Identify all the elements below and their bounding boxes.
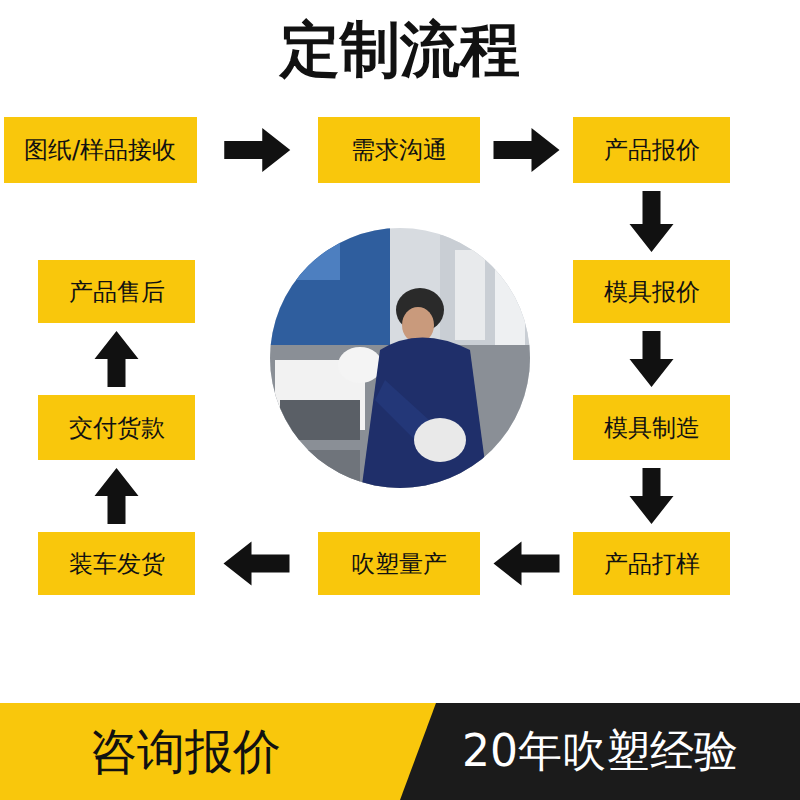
step-label: 吹塑量产 — [351, 548, 447, 580]
band-label: 20年吹塑经验 — [462, 722, 738, 781]
step-label: 模具报价 — [604, 276, 700, 308]
step-label: 模具制造 — [604, 412, 700, 444]
footer-band: 咨询报价 — [0, 703, 440, 800]
flow-arrow — [224, 128, 290, 172]
process-box: 图纸/样品接收 — [4, 117, 197, 183]
flow-arrow — [494, 128, 560, 172]
flow-arrow — [95, 331, 139, 387]
photo-content — [260, 220, 540, 505]
step-label: 需求沟通 — [351, 134, 447, 166]
step-label: 产品售后 — [69, 276, 165, 308]
band-fill — [400, 703, 800, 800]
step-label: 产品打样 — [604, 548, 700, 580]
process-box: 产品打样 — [573, 532, 730, 595]
footer-band: 20年吹塑经验 — [400, 703, 800, 800]
flow-arrow — [224, 542, 290, 586]
flow-arrow — [630, 468, 674, 524]
process-box: 吹塑量产 — [318, 532, 480, 595]
process-box: 模具报价 — [573, 260, 730, 323]
process-box: 产品报价 — [573, 117, 730, 183]
flow-arrow — [494, 542, 560, 586]
process-box: 产品售后 — [38, 260, 195, 323]
process-box: 需求沟通 — [318, 117, 480, 183]
step-label: 交付货款 — [69, 412, 165, 444]
diagram-title: 定制流程 — [0, 10, 800, 91]
flow-arrow — [630, 191, 674, 252]
process-box: 装车发货 — [38, 532, 195, 595]
flow-arrow — [95, 468, 139, 524]
step-label: 产品报价 — [604, 134, 700, 166]
flow-arrow — [630, 331, 674, 387]
step-label: 装车发货 — [69, 548, 165, 580]
step-label: 图纸/样品接收 — [24, 134, 176, 166]
band-label: 咨询报价 — [89, 720, 281, 784]
process-box: 模具制造 — [573, 395, 730, 460]
process-box: 交付货款 — [38, 395, 195, 460]
